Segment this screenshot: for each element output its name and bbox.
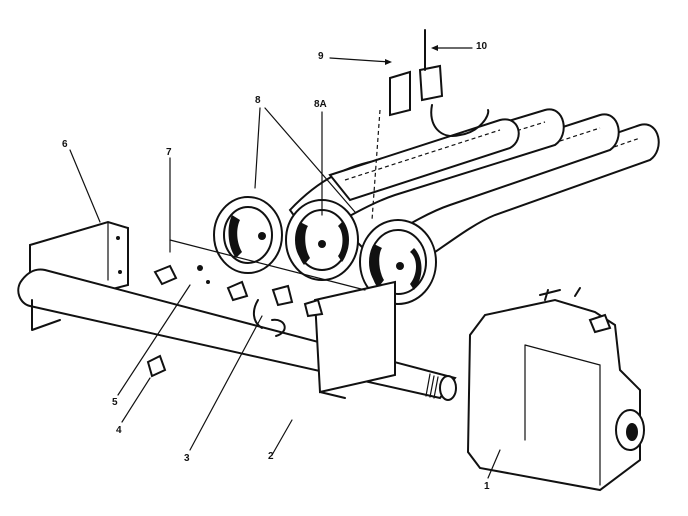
orifice-fittings [146, 264, 324, 378]
callout-10: 10 [476, 41, 488, 52]
callout-5: 5 [112, 397, 118, 408]
callout-1: 1 [484, 481, 490, 492]
burner-tube-back [328, 118, 520, 202]
callout-8a: 8A [314, 99, 327, 110]
callout-3: 3 [184, 453, 190, 464]
callout-6: 6 [62, 139, 68, 150]
gas-valve [466, 287, 645, 492]
burner-disc-left [213, 196, 283, 274]
callout-2: 2 [268, 451, 274, 462]
pilot-assembly [371, 29, 490, 221]
callout-7: 7 [166, 147, 172, 158]
callout-9: 9 [318, 51, 324, 62]
leader-lines [69, 45, 501, 479]
callout-8: 8 [255, 95, 261, 106]
callout-4: 4 [116, 425, 122, 436]
burner-disc-center [285, 199, 359, 281]
mounting-bracket [31, 239, 396, 399]
burner-disc-right [359, 219, 437, 305]
